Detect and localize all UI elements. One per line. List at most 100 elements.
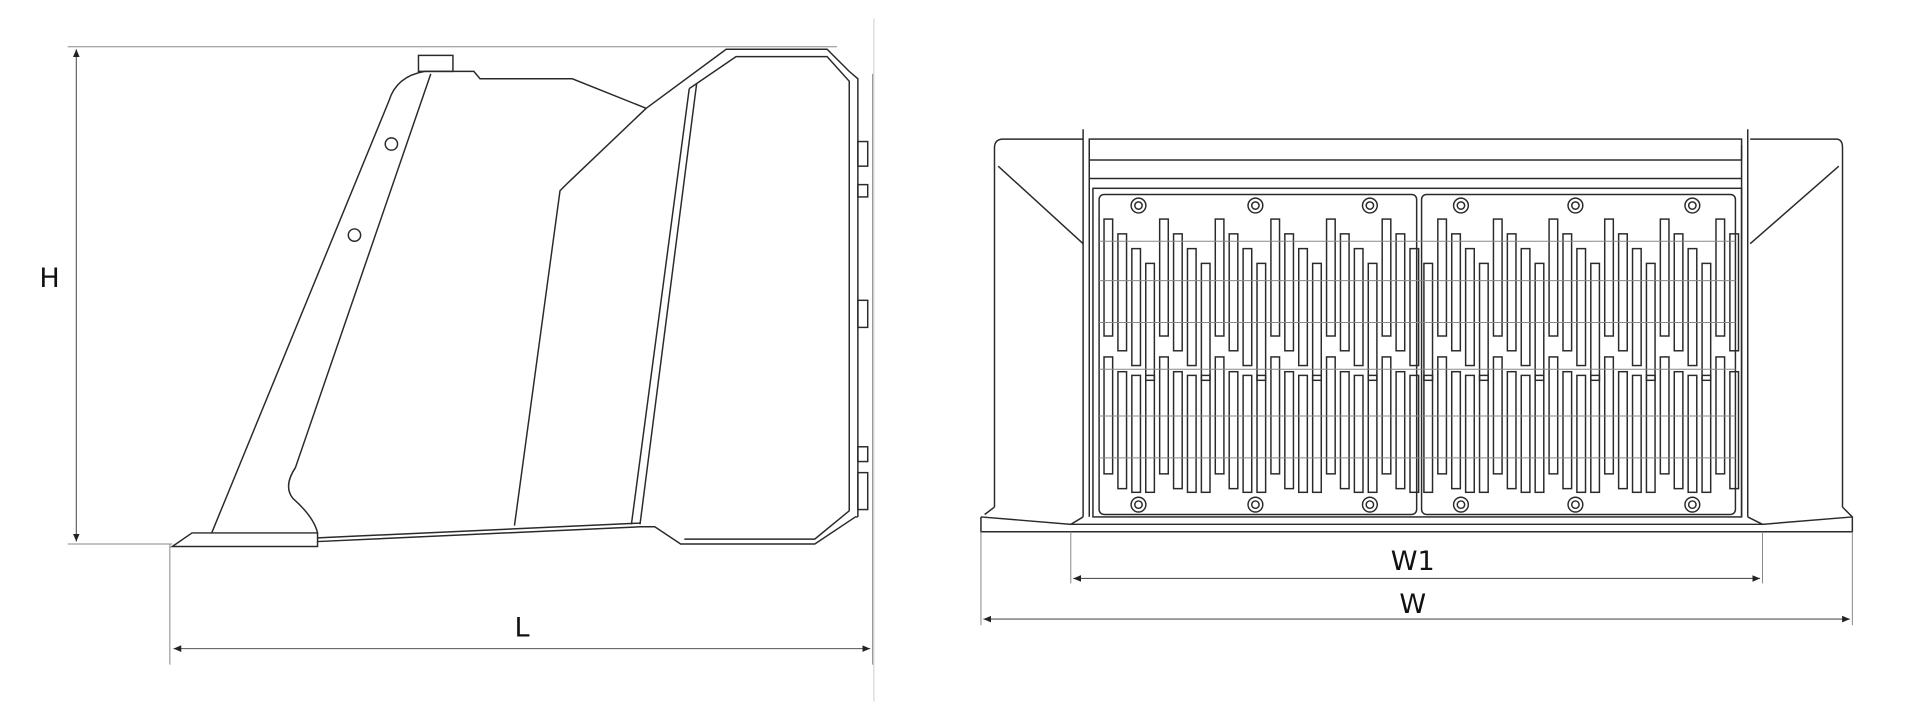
grid-bar xyxy=(1437,218,1448,337)
pin-hole-icon xyxy=(347,228,362,242)
bolt-icon xyxy=(1452,197,1470,214)
grid-bar xyxy=(1186,374,1197,494)
bolt-icon xyxy=(1567,197,1584,214)
grid-bar xyxy=(1520,374,1531,494)
grid-bar xyxy=(1701,262,1712,382)
grid-bar xyxy=(1437,356,1448,475)
grid-bar xyxy=(1548,218,1559,337)
length-label: L xyxy=(514,612,529,643)
grid-bar xyxy=(1367,374,1378,494)
grid-bar xyxy=(1381,218,1392,337)
grid-bar xyxy=(1270,218,1281,337)
grid-bar xyxy=(1450,233,1462,352)
grid-bar xyxy=(1576,374,1587,494)
grid-bars xyxy=(1099,218,1740,494)
grid-bar xyxy=(1117,370,1128,490)
bolt-icon xyxy=(1687,500,1697,510)
grid-bar xyxy=(1701,374,1712,494)
grid-bar xyxy=(1381,356,1392,475)
grid-bar xyxy=(1145,374,1156,494)
pin-hole-icon xyxy=(384,137,399,151)
grid-bar xyxy=(1200,262,1211,382)
grid-panel-left xyxy=(1098,193,1418,516)
grid-bar xyxy=(1214,356,1225,475)
width-label: W xyxy=(1399,589,1426,620)
grid-bar xyxy=(1478,262,1489,382)
right-side-wall xyxy=(1750,138,1844,508)
bolt-icon xyxy=(1134,201,1143,210)
grid-bar xyxy=(1520,247,1531,367)
grid-bar xyxy=(1645,262,1656,382)
grid-bar xyxy=(1325,356,1336,475)
grid-bar xyxy=(1284,233,1295,352)
grid-bar xyxy=(1145,262,1156,382)
bolt-icon xyxy=(1365,201,1375,210)
grid-bar xyxy=(1590,374,1601,494)
grid-bar xyxy=(1409,247,1420,367)
bolt-icon xyxy=(1452,496,1470,513)
top-tab xyxy=(417,54,454,73)
grid-bar xyxy=(1395,370,1406,490)
grid-bar xyxy=(1631,374,1642,494)
bolt-icon xyxy=(1250,201,1260,210)
grid-bar xyxy=(1172,370,1183,490)
grid-bar xyxy=(1339,370,1350,490)
grid-bar xyxy=(1353,247,1364,367)
bolt-icon xyxy=(1687,201,1697,210)
grid-bar xyxy=(1131,374,1142,494)
grid-bar xyxy=(1214,218,1225,337)
grid-bar xyxy=(1298,374,1309,494)
bolt-icon xyxy=(1684,197,1701,214)
grid-bar xyxy=(1715,218,1726,337)
bolt-icon xyxy=(1684,496,1701,513)
grid-bar xyxy=(1228,370,1239,490)
grid-bar xyxy=(1311,262,1323,382)
grid-bar xyxy=(1353,374,1364,494)
bolt-icon xyxy=(1567,496,1584,513)
grid-bar xyxy=(1103,356,1114,475)
bolt-icon xyxy=(1247,197,1264,214)
grid-bar xyxy=(1590,262,1601,382)
grid-bar xyxy=(1200,374,1211,494)
grid-bar xyxy=(1603,218,1615,337)
grid-bar xyxy=(1464,247,1475,367)
grid-bar xyxy=(1131,247,1142,367)
grid-bar xyxy=(1534,374,1545,494)
grid-bar xyxy=(1492,356,1503,475)
left-side-wall xyxy=(993,138,1084,508)
grid-bar xyxy=(1715,356,1726,475)
grid-bar xyxy=(1172,233,1183,352)
grid-bar xyxy=(1673,233,1684,352)
bolt-icon xyxy=(1456,201,1466,210)
grid-bar xyxy=(1631,247,1642,367)
grid-bar xyxy=(1450,370,1462,490)
grid-bar xyxy=(1603,356,1615,475)
grid-bar xyxy=(1464,374,1475,494)
grid-bar xyxy=(1506,233,1517,352)
bolt-icon xyxy=(1570,500,1580,510)
grid-bar xyxy=(1478,374,1489,494)
grid-bar xyxy=(1576,247,1587,367)
grid-bar xyxy=(1423,262,1434,382)
grid-panel-right xyxy=(1420,193,1737,516)
bolt-icon xyxy=(1361,496,1379,513)
grid-bar xyxy=(1673,370,1684,490)
grid-bar xyxy=(1298,247,1309,367)
grid-bar xyxy=(1228,233,1239,352)
bolt-icon xyxy=(1570,201,1580,210)
grid-bar xyxy=(1270,356,1281,475)
inner-width-label: W1 xyxy=(1391,546,1435,577)
grid-bar xyxy=(1117,233,1128,352)
grid-bar xyxy=(1562,233,1573,352)
grid-bar xyxy=(1659,356,1670,475)
grid-bar xyxy=(1339,233,1350,352)
grid-bar xyxy=(1367,262,1378,382)
grid-bar xyxy=(1492,218,1503,337)
grid-bar xyxy=(1409,374,1420,494)
front-view: W1 W xyxy=(980,129,1854,626)
bolt-icon xyxy=(1130,496,1147,513)
grid-bar xyxy=(1284,370,1295,490)
bolt-icon xyxy=(1134,500,1143,510)
top-bar xyxy=(1088,138,1743,161)
grid-bar xyxy=(1687,247,1698,367)
